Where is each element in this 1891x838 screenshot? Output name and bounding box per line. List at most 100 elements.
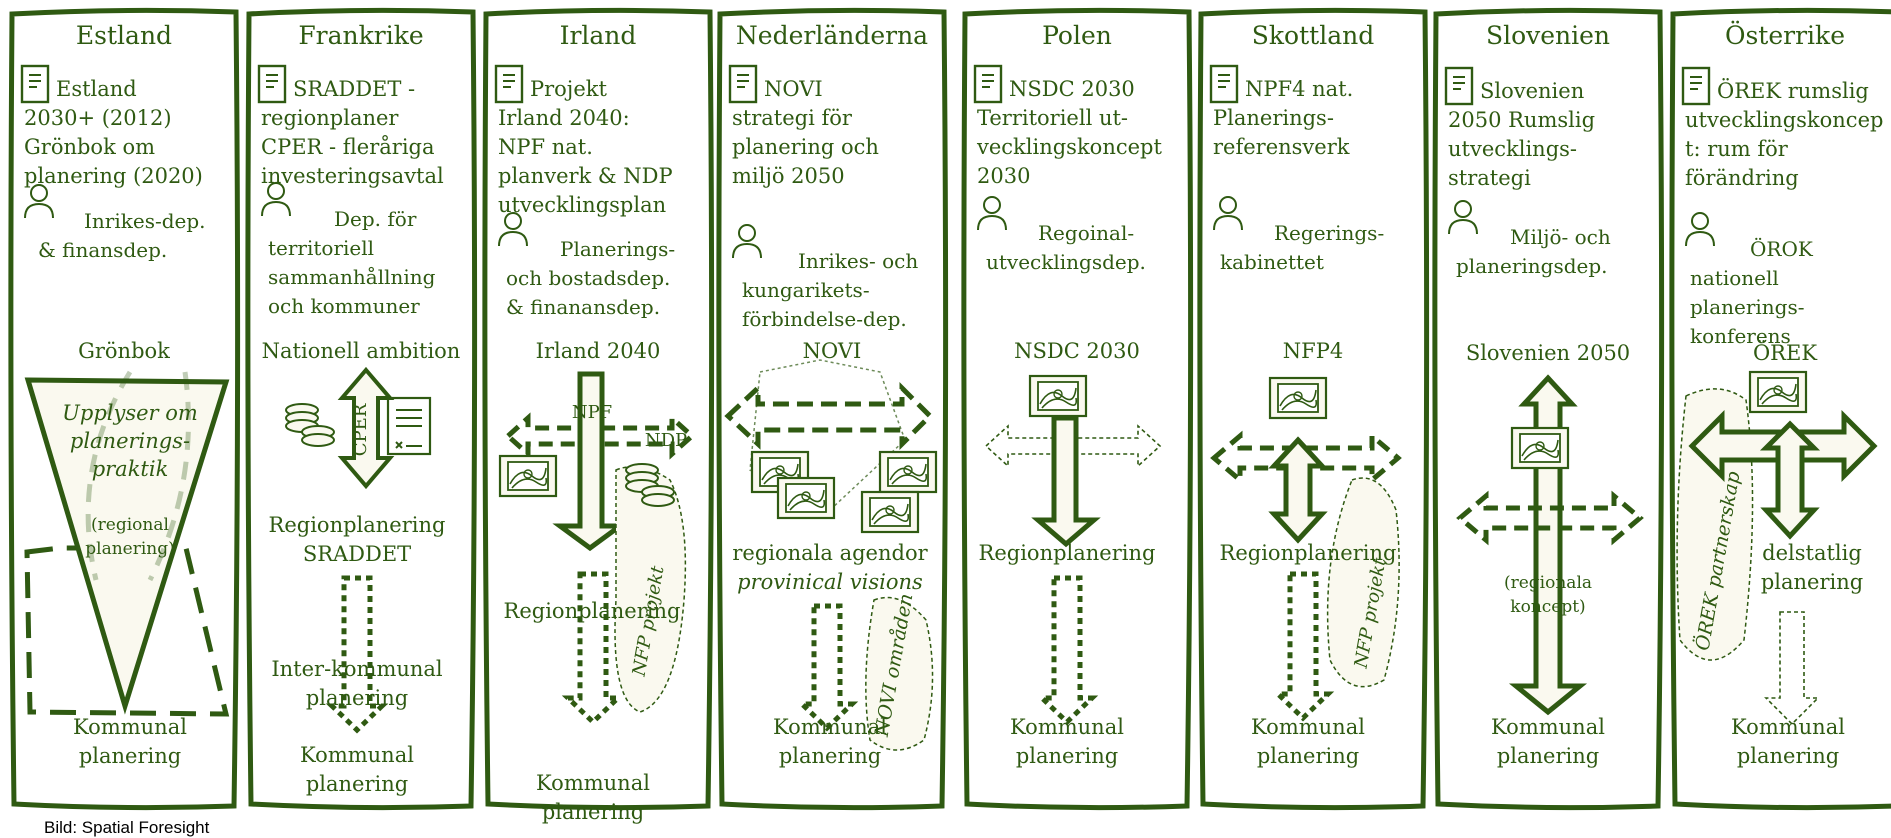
- authority-text: kungarikets-: [742, 278, 870, 302]
- flow-municipal: planering: [779, 744, 881, 768]
- flow-municipal: Kommunal: [1491, 715, 1605, 739]
- authority-text: nationell: [1690, 266, 1779, 290]
- vertical-arrow: [1759, 420, 1821, 540]
- country-title: Estland: [76, 21, 172, 50]
- flow-regional: provinical visions: [737, 570, 923, 594]
- country-title: Österrike: [1725, 21, 1845, 50]
- authority-text: ÖROK: [1750, 236, 1814, 261]
- image-credit: Bild: Spatial Foresight: [44, 818, 210, 837]
- document-text: strategi för: [732, 106, 853, 130]
- irland-diagram: [498, 371, 696, 726]
- osterrike-diagram: [1676, 370, 1878, 726]
- document-icon: [1444, 66, 1474, 106]
- flow-regional: SRADDET: [303, 542, 411, 566]
- flow-municipal: planering: [1497, 744, 1599, 768]
- flow-npf: NPF: [572, 402, 612, 423]
- document-icon: [973, 64, 1003, 104]
- document-text: planering (2020): [24, 164, 203, 188]
- top-level-label: Irland 2040: [536, 339, 661, 363]
- authority-text: Planerings-: [560, 237, 675, 261]
- flow-municipal: Kommunal: [1731, 715, 1845, 739]
- document-text: utvecklings-: [1448, 137, 1577, 161]
- map-icon: [498, 454, 558, 498]
- document-icon: [1209, 64, 1239, 104]
- flow-regional: planering): [85, 539, 175, 559]
- map-icon: [776, 476, 836, 520]
- flow-municipal: Kommunal: [300, 743, 414, 767]
- authority-text: sammanhållning: [268, 265, 436, 289]
- authority-text: Miljö- och: [1510, 225, 1611, 249]
- flow-regional: (regionala: [1504, 573, 1592, 593]
- country-title: Polen: [1042, 21, 1112, 50]
- document-icon: [494, 64, 524, 104]
- ndp-arrow: [504, 412, 696, 460]
- document-text: förändring: [1685, 166, 1799, 190]
- map-icon: [1748, 370, 1808, 414]
- document-text: utvecklingskoncep: [1685, 108, 1883, 132]
- authority-text: Regerings-: [1274, 221, 1384, 245]
- authority-text: förbindelse-dep.: [742, 307, 907, 331]
- authority-text: och kommuner: [268, 294, 420, 318]
- top-level-label: NFP4: [1283, 339, 1343, 363]
- document-text: Planerings-: [1213, 106, 1334, 130]
- flow-regional: Regionplanering: [269, 513, 446, 537]
- authority-text: utvecklingsdep.: [986, 250, 1146, 274]
- document-text: planering och: [732, 135, 879, 159]
- horizontal-arrow-dotted: [984, 424, 1162, 468]
- slovenien-diagram: [1456, 374, 1644, 716]
- regional-arrow-dashed: [561, 571, 625, 726]
- authority-text: kabinettet: [1220, 250, 1324, 274]
- authority-text: och bostadsdep.: [506, 266, 670, 290]
- projects-cloud: [614, 465, 687, 713]
- polen-diagram: [984, 374, 1162, 726]
- document-text: Estland: [56, 77, 137, 101]
- top-level-label: Grönbok: [78, 339, 170, 363]
- flow-funnel: Upplyser om: [62, 401, 198, 425]
- flow-subnational: delstatlig: [1762, 541, 1862, 565]
- flow-municipal: planering: [1737, 744, 1839, 768]
- vertical-arrow: [1268, 436, 1328, 544]
- municipal-arrow-dashed: [1035, 575, 1099, 726]
- flow-regional: Regionplanering: [504, 599, 681, 623]
- document-text: Grönbok om: [24, 135, 155, 159]
- document-text: Territoriell ut-: [977, 106, 1128, 130]
- horizontal-arrow-dashed: [1210, 430, 1402, 486]
- document-text: CPER - fleråriga: [261, 135, 435, 159]
- map-icon: [1268, 376, 1328, 420]
- vertical-arrow: [1508, 374, 1588, 716]
- flow-ndp: NDP: [645, 430, 687, 451]
- flow-cper: CPER: [350, 403, 371, 456]
- document-text: 2050 Rumslig: [1448, 108, 1595, 132]
- flow-municipal: planering: [1016, 744, 1118, 768]
- flow-intermunicipal: Inter-kommunal: [271, 657, 443, 681]
- flow-regional: (regional: [91, 515, 169, 535]
- authority-text: & finansdep.: [38, 238, 167, 262]
- document-text: Irland 2040:: [498, 106, 630, 130]
- top-level-label: Slovenien 2050: [1466, 341, 1630, 365]
- horizontal-arrow-dashed: [1456, 490, 1644, 546]
- document-icon: [257, 64, 287, 104]
- document-icon: [1681, 66, 1711, 106]
- map-icon: [860, 490, 920, 534]
- flow-municipal: planering: [542, 800, 644, 824]
- document-text: referensverk: [1213, 135, 1350, 159]
- flow-regional: Regionplanering: [1220, 541, 1397, 565]
- flow-municipal: planering: [306, 772, 408, 796]
- flow-funnel: praktik: [92, 457, 169, 481]
- country-title: Frankrike: [298, 21, 423, 50]
- npf-arrow: [552, 371, 628, 552]
- cper-arrow: [337, 366, 395, 490]
- authority-text: planeringsdep.: [1456, 254, 1608, 278]
- document-text: utvecklingsplan: [498, 193, 666, 217]
- flow-municipal: Kommunal: [73, 715, 187, 739]
- flow-municipal: planering: [79, 744, 181, 768]
- flow-intermunicipal: planering: [306, 686, 408, 710]
- flow-municipal: Kommunal: [1010, 715, 1124, 739]
- document-text: investeringsavtal: [261, 164, 444, 188]
- document-text: planverk & NDP: [498, 164, 673, 188]
